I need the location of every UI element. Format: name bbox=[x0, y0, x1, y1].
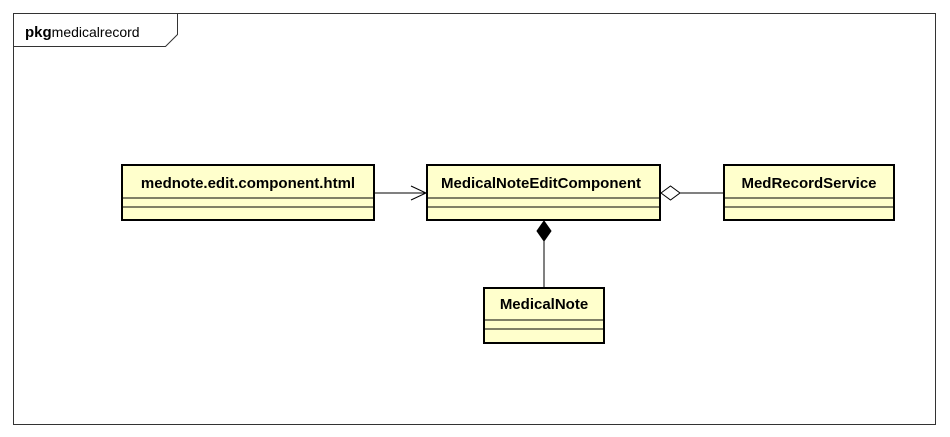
class-box bbox=[483, 287, 605, 344]
class-name: mednote.edit.component.html bbox=[141, 175, 355, 192]
class-name: MedicalNote bbox=[500, 296, 588, 313]
class-mednote-edit-component-html[interactable]: mednote.edit.component.html bbox=[121, 164, 375, 221]
filled-diamond-icon bbox=[536, 220, 552, 242]
class-medical-note[interactable]: MedicalNote bbox=[483, 287, 605, 344]
hollow-diamond-icon bbox=[660, 185, 681, 201]
open-arrow-head-icon bbox=[410, 185, 428, 201]
aggregation-connector[interactable] bbox=[660, 185, 724, 201]
package-name-tab bbox=[13, 13, 178, 47]
package-label: pkgmedicalrecord bbox=[25, 24, 140, 41]
package-name: medicalrecord bbox=[52, 24, 140, 40]
class-name: MedRecordService bbox=[741, 175, 876, 192]
composition-connector[interactable] bbox=[536, 220, 552, 288]
class-medical-note-edit-component[interactable]: MedicalNoteEditComponent bbox=[426, 164, 661, 221]
class-box bbox=[723, 164, 895, 221]
class-med-record-service[interactable]: MedRecordService bbox=[723, 164, 895, 221]
dependency-connector[interactable] bbox=[375, 185, 428, 201]
class-box bbox=[121, 164, 375, 221]
class-box bbox=[426, 164, 661, 221]
package-keyword: pkg bbox=[25, 24, 52, 41]
class-name: MedicalNoteEditComponent bbox=[441, 175, 641, 192]
